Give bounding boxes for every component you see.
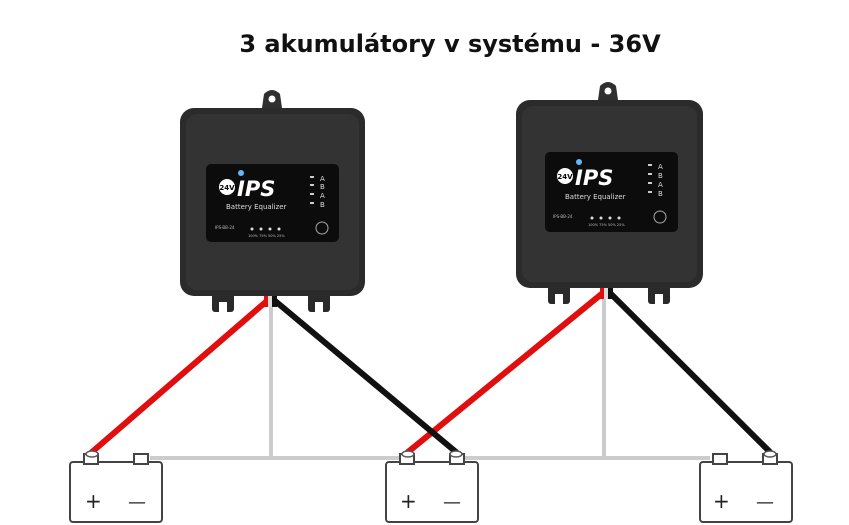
equalizer-1-model: IPS-BB-24: [215, 225, 235, 230]
equalizer-2-bulb-icon: [653, 210, 667, 224]
battery-2-plus: +: [400, 489, 417, 513]
equalizer-1-led-b1: B: [320, 183, 325, 191]
equalizer-1-led-a1: A: [320, 175, 325, 183]
voltage-badge-icon: [557, 168, 573, 184]
equalizer-1-bulb-icon: [315, 221, 329, 235]
voltage-badge-icon: [219, 179, 235, 195]
terminal-clamps: [85, 450, 777, 458]
equalizer-1-product: Battery Equalizer: [226, 203, 287, 211]
logo-dot-icon: [238, 170, 244, 176]
equalizer-1-led-b2: B: [320, 201, 325, 209]
battery-3-plus: +: [713, 489, 730, 513]
equalizer-2-product: Battery Equalizer: [565, 193, 626, 201]
equalizer-2-led-b1: B: [658, 172, 663, 180]
negative-wires: [271, 289, 773, 455]
battery-equalizer-2: 24V IPS Battery Equalizer IPS-BB-24 100%…: [516, 82, 703, 304]
positive-wires: [89, 289, 607, 455]
wire-left-red: [89, 297, 271, 455]
battery-equalizer-1: 24V IPS Battery Equalizer IPS-BB-24 100%…: [180, 90, 365, 312]
neutral-wires: [150, 290, 710, 460]
equalizer-2-percent-labels: 100% 75% 50% 25%: [588, 223, 625, 227]
equalizer-1-voltage: 24V: [219, 184, 235, 192]
equalizer-2-voltage: 24V: [557, 173, 573, 181]
battery-3-minus: —: [756, 492, 774, 513]
equalizer-1-percent-labels: 100% 75% 50% 25%: [248, 234, 285, 238]
equalizer-2-led-a2: A: [658, 181, 663, 189]
battery-3: + —: [699, 453, 793, 523]
battery-1-plus: +: [85, 489, 102, 513]
equalizer-2-led-b2: B: [658, 190, 663, 198]
battery-2: + —: [385, 453, 479, 523]
equalizer-2-pct-leds: [590, 216, 621, 220]
equalizer-1-brand: IPS: [237, 177, 275, 201]
equalizer-1-led-a2: A: [320, 192, 325, 200]
wire-right-black: [606, 289, 773, 455]
equalizer-2-status-leds: [648, 164, 652, 193]
wire-right-red: [405, 289, 607, 455]
logo-dot-icon: [576, 159, 582, 165]
equalizer-1-pct-leds: [250, 227, 281, 231]
battery-1-minus: —: [128, 492, 146, 513]
wire-left-black: [271, 297, 459, 455]
equalizer-2-model: IPS-BB-24: [553, 214, 573, 219]
equalizer-2-brand: IPS: [575, 166, 613, 190]
equalizer-2-led-a1: A: [658, 163, 663, 171]
battery-1: + —: [69, 453, 163, 523]
battery-2-minus: —: [443, 492, 461, 513]
diagram-title: 3 akumulátory v systému - 36V: [239, 30, 661, 58]
equalizer-1-status-leds: [310, 176, 314, 204]
